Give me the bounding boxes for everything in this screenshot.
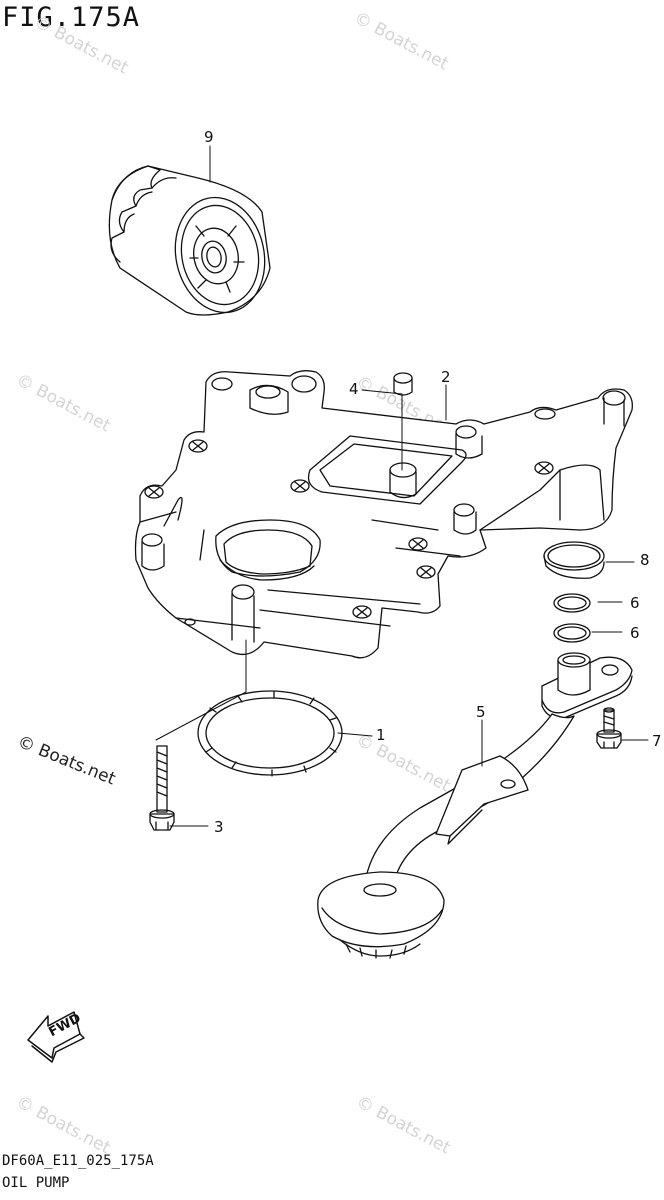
oil-filter: [109, 166, 275, 321]
seal-ring: [544, 542, 604, 578]
callout-6-lower: 6: [630, 624, 640, 642]
callout-7: 7: [652, 732, 662, 750]
callout-1: 1: [376, 726, 386, 744]
figure-title: FIG.175A: [2, 2, 141, 33]
gasket-ring: [198, 691, 342, 776]
short-bolt: [597, 708, 621, 748]
callout-2: 2: [441, 368, 451, 386]
dowel-pin: [394, 373, 412, 395]
oil-strainer: [318, 653, 632, 958]
leader-lines: [156, 146, 648, 826]
long-bolt: [150, 746, 174, 830]
callout-3: 3: [214, 818, 224, 836]
figure-code: DF60A_E11_025_175A: [2, 1153, 154, 1169]
figure-name: OIL PUMP: [2, 1175, 70, 1191]
oil-pump-body: [136, 371, 633, 658]
callout-4: 4: [349, 380, 359, 398]
callout-9: 9: [204, 128, 214, 146]
callout-5: 5: [476, 703, 486, 721]
forward-direction-arrow: [28, 1012, 84, 1062]
callout-8: 8: [640, 551, 650, 569]
o-ring: [554, 594, 590, 642]
callout-6-upper: 6: [630, 594, 640, 612]
